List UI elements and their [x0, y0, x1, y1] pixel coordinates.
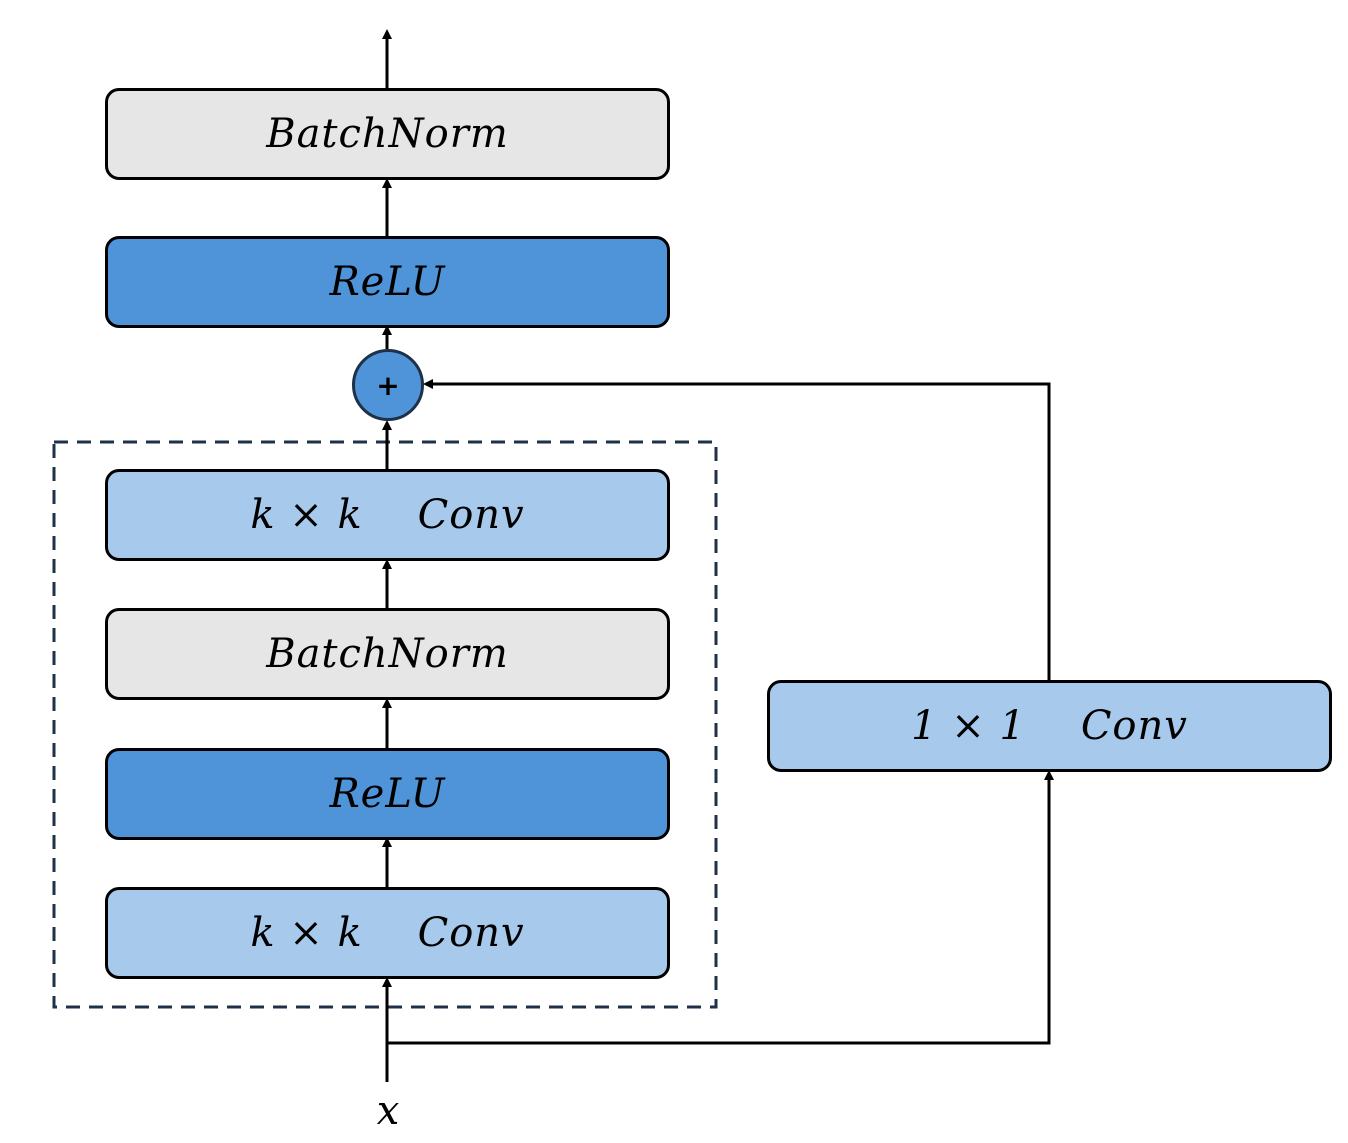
mid-batchnorm-label: BatchNorm	[266, 631, 509, 677]
conv-1x1-block: 1 × 1 Conv	[767, 680, 1332, 772]
top-relu-label: ReLU	[329, 259, 446, 305]
conv-kxk-lower-label: k × k Conv	[250, 910, 525, 956]
residual-branch-group	[52, 440, 718, 1009]
sum-node: +	[352, 349, 424, 421]
conv-1x1-label: 1 × 1 Conv	[911, 703, 1188, 749]
input-label: x	[376, 1088, 400, 1134]
sum-symbol: +	[376, 368, 400, 402]
top-batchnorm-label: BatchNorm	[266, 111, 509, 157]
top-relu-block: ReLU	[105, 236, 670, 328]
conv-kxk-lower-block: k × k Conv	[105, 887, 670, 979]
shortcut-path-to-sum	[423, 379, 1051, 680]
mid-relu-label: ReLU	[329, 771, 446, 817]
mid-batchnorm-block: BatchNorm	[105, 608, 670, 700]
conv-kxk-upper-block: k × k Conv	[105, 469, 670, 561]
shortcut-path-to-1x1-conv	[387, 770, 1054, 1045]
top-batchnorm-block: BatchNorm	[105, 88, 670, 180]
mid-relu-block: ReLU	[105, 748, 670, 840]
conv-kxk-upper-label: k × k Conv	[250, 492, 525, 538]
